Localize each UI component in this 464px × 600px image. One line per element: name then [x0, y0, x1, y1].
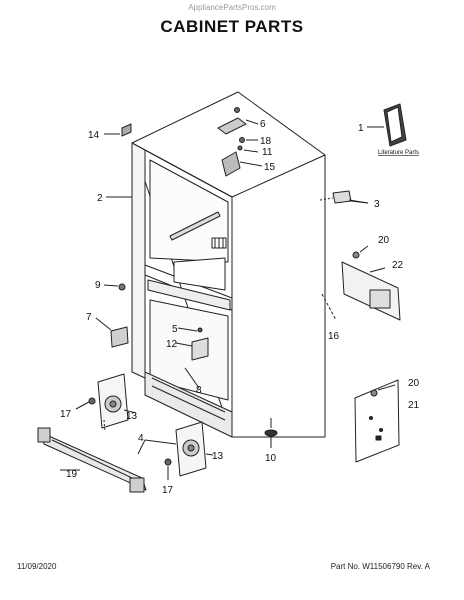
footer-date: 11/09/2020 [17, 562, 57, 571]
callout-13-left: 13 [126, 411, 138, 422]
callout-9: 9 [95, 280, 101, 291]
callout-14: 14 [88, 130, 100, 141]
toe-grille [37, 427, 147, 493]
cabinet-body [131, 91, 326, 438]
page-title: CABINET PARTS [160, 17, 304, 36]
label-part [319, 190, 369, 204]
callout-13-right: 13 [212, 451, 224, 462]
literature-booklet [367, 103, 407, 147]
callout-20-upper: 20 [378, 235, 390, 246]
leader-lines [106, 196, 369, 204]
inner-bracket-parts [175, 327, 209, 389]
callout-7: 7 [86, 312, 92, 323]
callout-19: 19 [66, 469, 78, 480]
screw-20-upper [352, 245, 369, 259]
callout-6: 6 [260, 119, 266, 130]
callout-15: 15 [264, 162, 276, 173]
hinge-pin-top [104, 123, 132, 137]
top-hinge-assembly [217, 107, 263, 177]
callout-labels: 1 2 3 4 5 6 7 8 9 10 11 12 13 13 14 15 1… [60, 119, 420, 496]
screw-20-lower [370, 384, 396, 397]
callout-3: 3 [374, 199, 380, 210]
literature-parts-label: Literature Parts [378, 150, 419, 156]
leveling-foot [264, 418, 278, 448]
watermark: AppliancePartsPros.com [188, 3, 276, 12]
callout-12: 12 [166, 339, 178, 350]
callout-8: 8 [196, 385, 202, 396]
callout-10: 10 [265, 453, 277, 464]
rear-access-panel [354, 379, 400, 463]
screw-9 [103, 283, 126, 291]
control-module [95, 317, 129, 348]
callout-1: 1 [358, 123, 364, 134]
cover-panel [341, 261, 401, 321]
left-roller-assembly [75, 373, 137, 433]
footer-part-info: Part No. W11506790 Rev. A [330, 562, 430, 571]
callout-5: 5 [172, 324, 178, 335]
callout-2: 2 [97, 193, 103, 204]
right-roller-assembly [164, 421, 214, 480]
callout-21: 21 [408, 400, 420, 411]
callout-22: 22 [392, 260, 404, 271]
callout-16: 16 [328, 331, 340, 342]
callout-11: 11 [262, 147, 273, 158]
callout-17-right: 17 [162, 485, 174, 496]
bracket-line-4 [137, 439, 177, 455]
callout-4: 4 [138, 433, 144, 444]
callout-20-lower: 20 [408, 378, 420, 389]
callout-18: 18 [260, 136, 272, 147]
callout-17-left: 17 [60, 409, 72, 420]
